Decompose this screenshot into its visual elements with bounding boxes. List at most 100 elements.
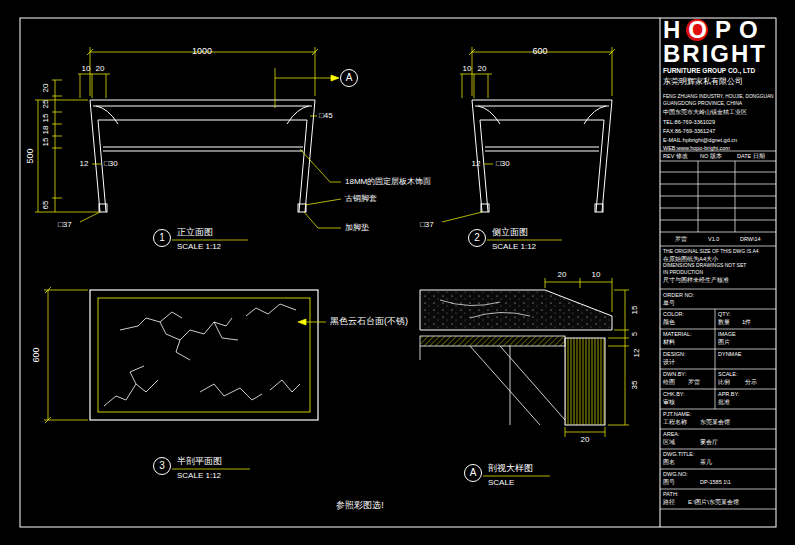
dimension-text: 18 xyxy=(41,126,50,135)
title-block-text: WEB:www.hopo-bright.com xyxy=(663,145,730,151)
circle-number: A xyxy=(346,73,353,83)
title-block-text: SCALE: xyxy=(718,371,738,377)
dimension-text: 35 xyxy=(630,381,639,390)
title-block-text: IN PRODUCTION xyxy=(663,270,703,276)
dimension-text: □37 xyxy=(420,220,434,229)
title-block-text: FAX:86-769-3361247 xyxy=(663,128,715,134)
title-block-text: 东莞某会馆 xyxy=(700,419,730,426)
title-block-text: MATERIAL: xyxy=(663,331,692,337)
section-marker: A xyxy=(340,69,358,87)
title-block-text: APR.BY: xyxy=(718,391,739,397)
title-block-text: 中国东莞市大岭山镇金桔工业区 xyxy=(663,109,747,116)
title-block-text: GUANGDONG PROVINCE, CHINA xyxy=(663,101,742,107)
title-block-text: 图号 xyxy=(663,479,675,486)
view-title: SCALE 1:12 xyxy=(492,242,536,251)
logo-text: BRIGHT xyxy=(663,42,767,66)
title-block-text: E-MAIL:hpbright@dgnet.gd.cn xyxy=(663,137,737,143)
callout-text: 黑色云石台面(不锈) xyxy=(330,316,408,326)
dimension-text: 15 xyxy=(41,138,50,147)
dimension-text: 20 xyxy=(41,84,50,93)
title-block-text: COLOR: xyxy=(663,311,684,317)
dimension-text: 12 xyxy=(632,349,641,358)
circle-number: 3 xyxy=(159,461,165,471)
dimension-text: 20 xyxy=(96,64,105,73)
title-block-text: DWG.TITLE: xyxy=(663,451,694,457)
dimension-text: 5 xyxy=(631,332,639,336)
title-block-text: 绘图 xyxy=(663,379,675,386)
callout-text: 加脚垫 xyxy=(345,223,369,232)
title-block-text: PJT.NAME: xyxy=(663,411,691,417)
title-block-text: DWG.NO: xyxy=(663,471,688,477)
title-block-text: NO 版本 xyxy=(700,153,722,159)
dimension-text: 500 xyxy=(25,148,35,163)
dimension-text: 12 xyxy=(80,159,89,168)
dimension-text: 10 xyxy=(463,64,472,73)
dimension-text: 15 xyxy=(630,306,639,315)
title-block-text: IMAGE xyxy=(718,331,736,337)
dimension-text: 600 xyxy=(532,46,547,56)
title-block-text: DATE 日期 xyxy=(737,153,765,159)
title-block-text: ORDER NO: xyxy=(663,292,694,298)
title-block-text: QTY: xyxy=(718,311,731,317)
title-block-text: 尺寸与图样未经生产核准 xyxy=(663,277,729,284)
dimension-text: 20 xyxy=(478,64,487,73)
circle-number: A xyxy=(470,468,477,478)
view-title: 侧立面图 xyxy=(492,227,528,237)
title-block-text: 单号 xyxy=(663,300,675,307)
title-block-text: 东莞明辉家私有限公司 xyxy=(663,77,743,86)
dimension-text: 1000 xyxy=(192,46,212,56)
title-block-text: 批准 xyxy=(718,399,730,406)
title-block-text: V1.0 xyxy=(708,236,719,242)
note-text: 参照彩图选! xyxy=(336,500,384,510)
title-block-text: 宴会厅 xyxy=(700,439,718,446)
title-block-text: 区域 xyxy=(663,439,675,446)
title-block-text: 图片 xyxy=(718,339,730,346)
dimension-text: □30 xyxy=(496,159,510,168)
dimension-text: 25 xyxy=(41,100,50,109)
dimension-text: 12 xyxy=(472,159,481,168)
circle-number: 2 xyxy=(474,233,480,243)
title-block-text: 路径 xyxy=(663,499,675,506)
dimension-text: □30 xyxy=(104,159,118,168)
dimension-text: 10 xyxy=(82,64,91,73)
view-number-circle: 2 xyxy=(468,229,486,247)
title-block-text: 1件 xyxy=(742,319,751,326)
title-block-text: REV 修改 xyxy=(663,153,688,159)
dimension-text: 65 xyxy=(41,201,50,210)
title-block-text: PATH: xyxy=(663,491,678,497)
title-block-text: DYNMAE xyxy=(718,351,742,357)
title-block-text: 颜色 xyxy=(663,319,675,326)
view-number-circle: 3 xyxy=(153,457,171,475)
title-block-text: THE ORIGINAL SIZE OF THIS DWG IS A4 xyxy=(663,249,759,255)
dimension-text: □45 xyxy=(319,111,333,120)
dimension-text: □37 xyxy=(58,220,72,229)
view-title: SCALE 1:12 xyxy=(177,242,221,251)
view-title: 正立面图 xyxy=(177,227,213,237)
title-block-text: 图名 xyxy=(663,459,675,466)
title-block-text: 茶几 xyxy=(700,459,712,466)
dimension-text: 20 xyxy=(581,435,590,444)
callout-text: 古铜脚套 xyxy=(345,194,377,203)
title-block-text: TEL:86-769-3361029 xyxy=(663,119,715,125)
view-title: 剖视大样图 xyxy=(488,463,533,473)
callout-text: 18MM的固定层板木饰面 xyxy=(345,177,431,186)
title-block-text: 设计 xyxy=(663,359,675,366)
view-number-circle: 1 xyxy=(153,229,171,247)
title-block-text: 材料 xyxy=(663,339,675,346)
title-block-text: DIMENSIONS DRAWINGS NOT SET xyxy=(663,263,746,269)
dimension-text: 15 xyxy=(41,114,50,123)
title-block-text: DESIGN: xyxy=(663,351,686,357)
detail-number-circle: A xyxy=(464,464,482,482)
circle-number: 1 xyxy=(159,233,165,243)
view-title: 半剖平面图 xyxy=(177,456,222,466)
title-block-text: 比例 xyxy=(718,379,730,386)
view-title: SCALE 1:12 xyxy=(177,471,221,480)
title-block-text: 工程名称 xyxy=(663,419,687,426)
title-block-text: DWN.BY: xyxy=(663,371,686,377)
title-block-text: DP-1585 1\1 xyxy=(700,479,731,485)
logo-text: HOPO xyxy=(663,18,766,42)
title-block-text: 罗雷 xyxy=(688,379,700,386)
view-title: SCALE xyxy=(488,478,514,487)
title-block-text: 在原始图纸为A4大小 xyxy=(663,256,718,263)
dimension-text: 20 xyxy=(558,270,567,279)
